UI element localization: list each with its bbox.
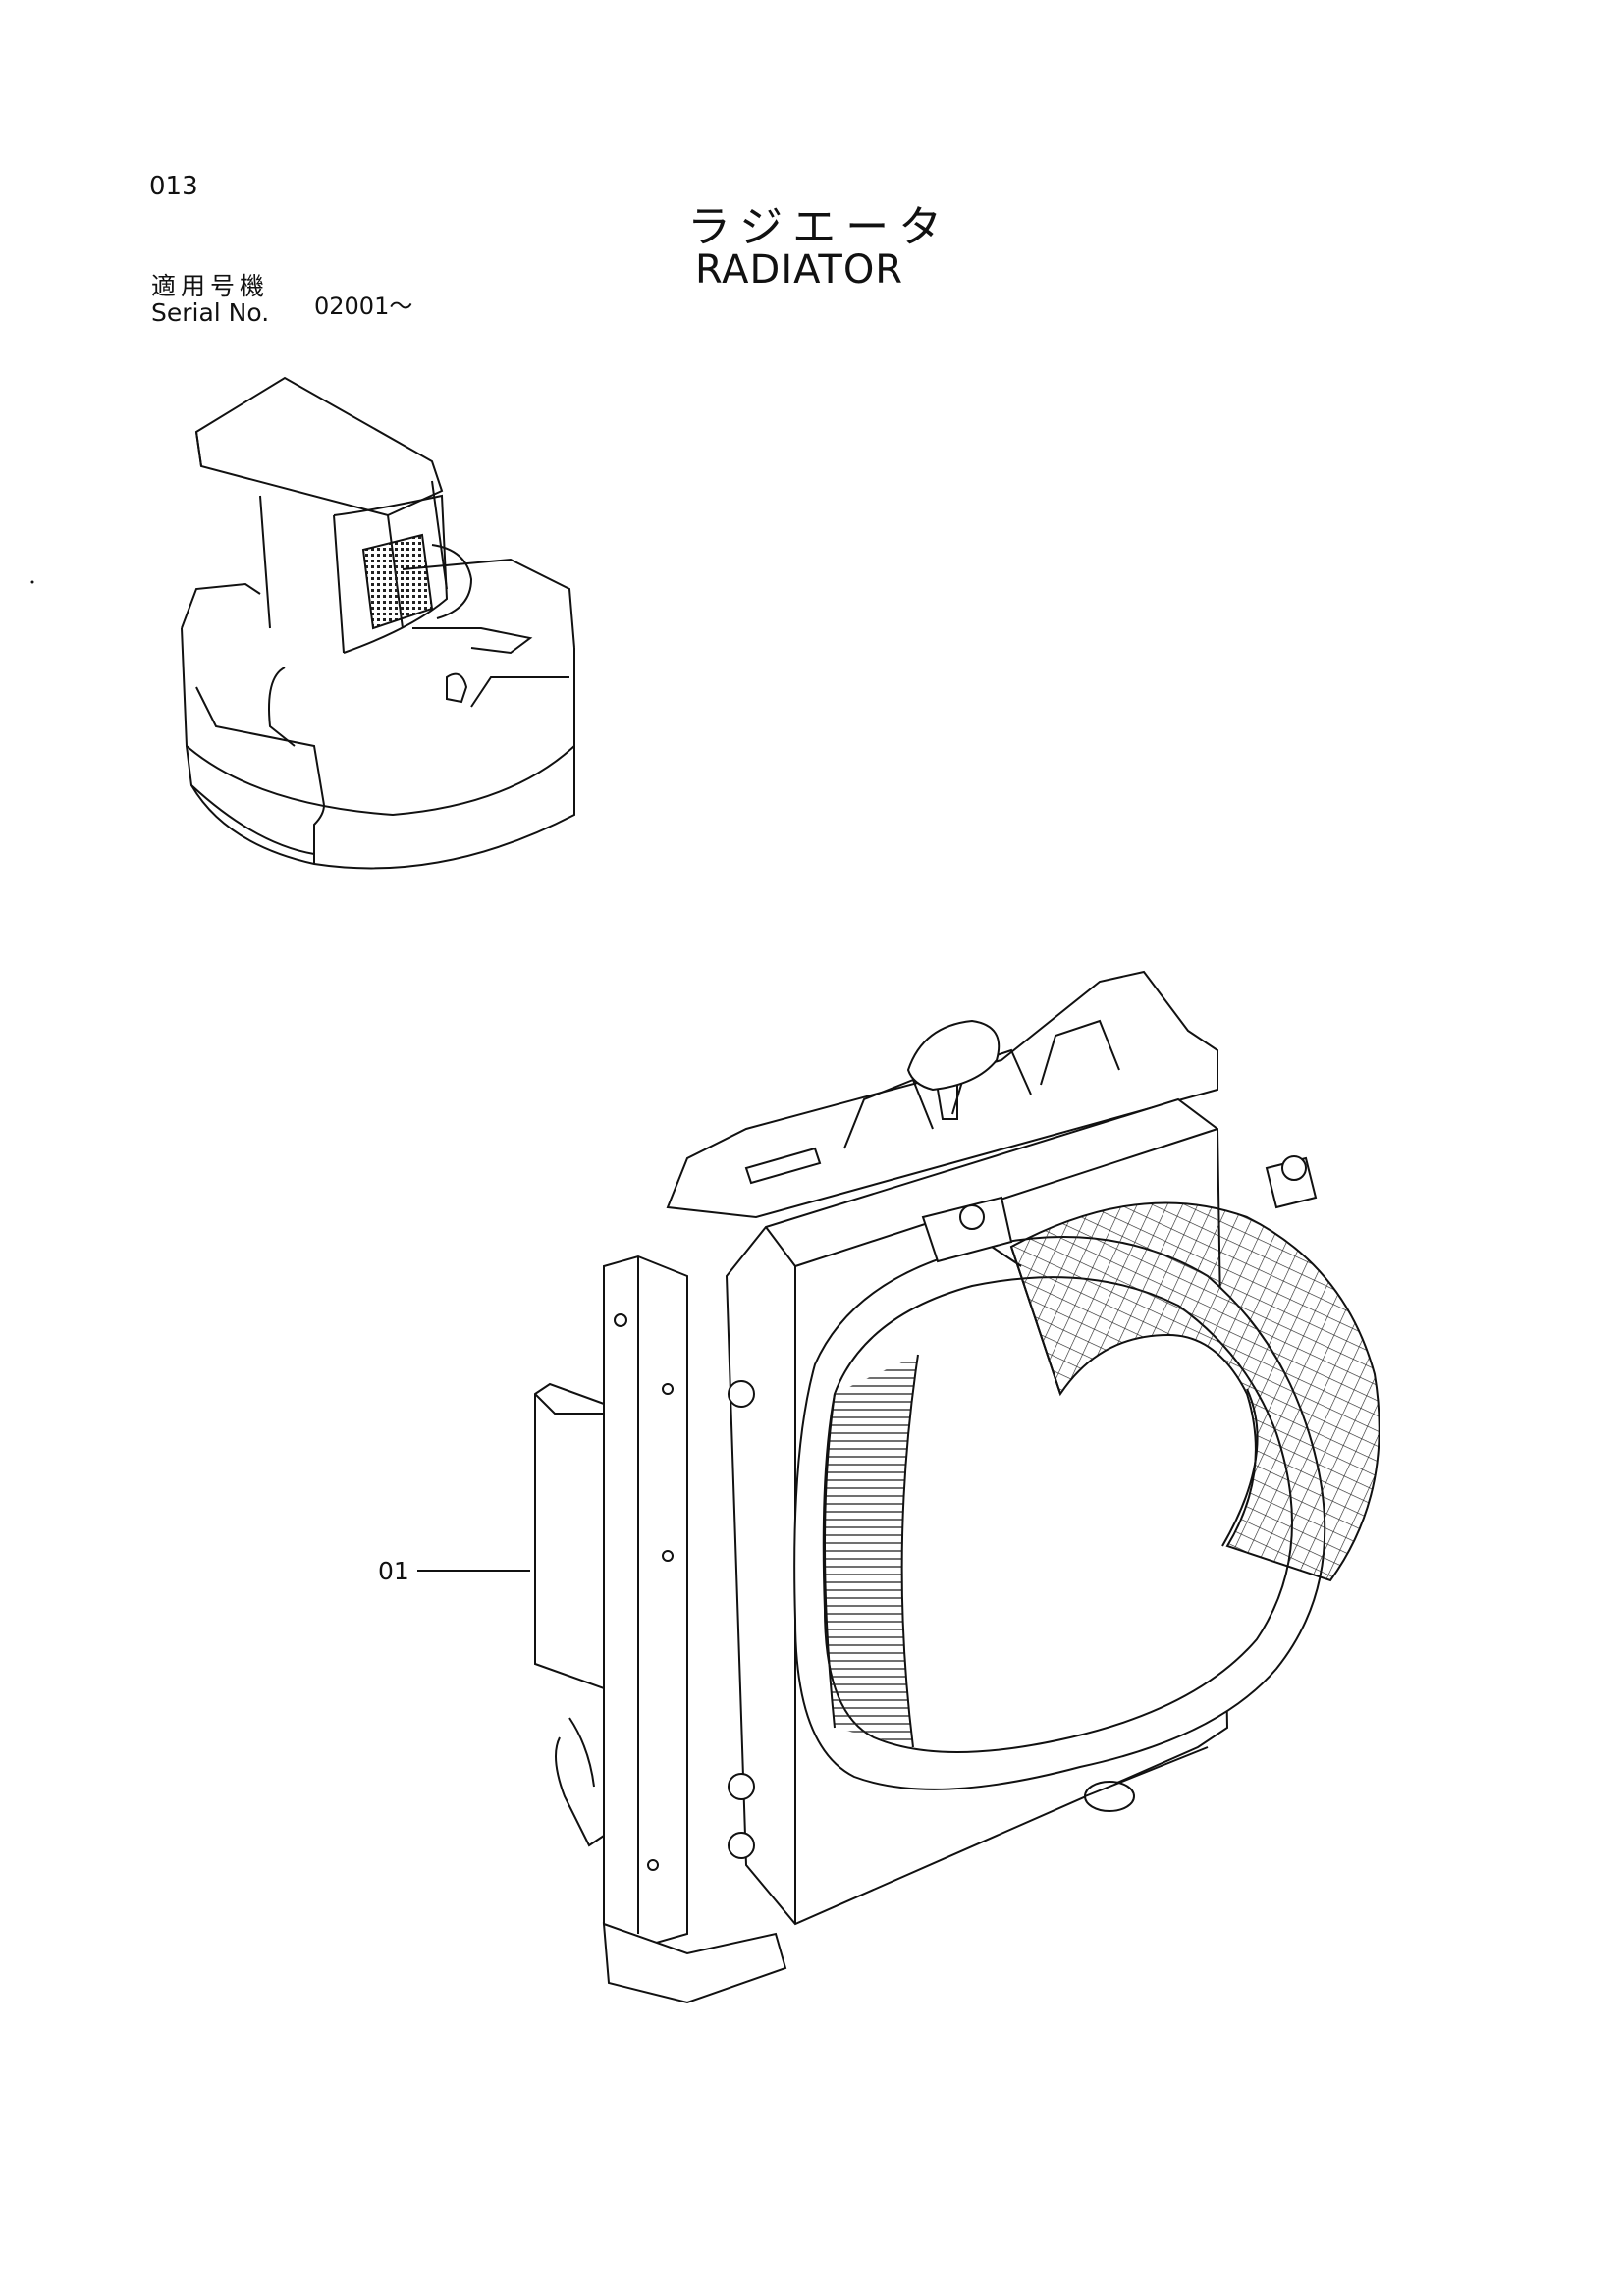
machine-overview-illustration — [181, 376, 575, 870]
scan-speck — [30, 580, 34, 584]
page-number: 013 — [149, 172, 198, 201]
callout-label-01: 01 — [378, 1557, 409, 1585]
radiator-assembly-drawing — [534, 970, 1380, 2004]
serial-label-japanese: 適用号機 — [151, 272, 270, 300]
title-english: RADIATOR — [695, 247, 904, 293]
serial-label-english: Serial No. — [151, 298, 270, 327]
serial-number-range: 02001～ — [314, 293, 413, 320]
title-japanese: ラジエータ — [687, 202, 952, 252]
